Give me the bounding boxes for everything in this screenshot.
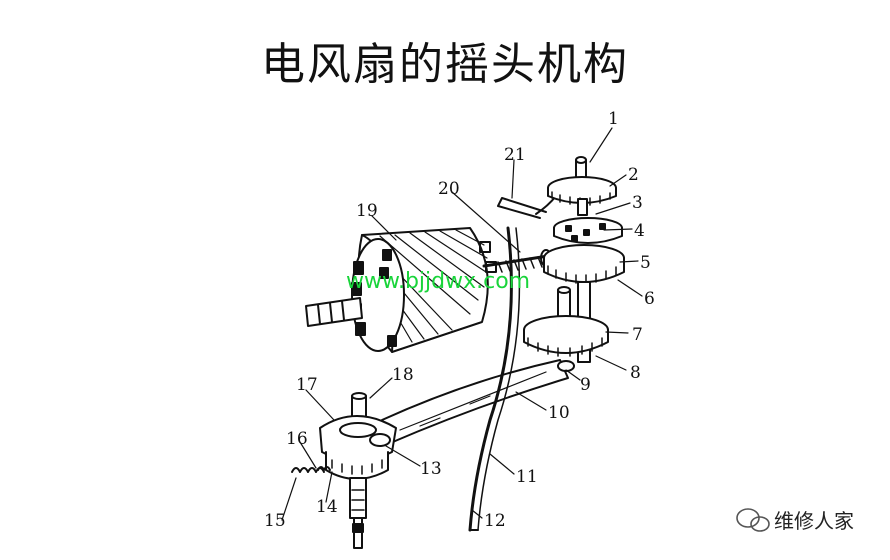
wechat-icon [736,508,770,532]
label-1: 1 [608,109,619,129]
watermark: www.bjjdwx.com [346,269,530,294]
motor-rotor [305,227,552,353]
label-16: 16 [286,429,308,449]
label-17: 17 [296,375,318,395]
lower-gearbox [291,392,397,549]
label-10: 10 [548,403,570,423]
label-4: 4 [634,221,645,241]
label-7: 7 [632,325,643,345]
label-5: 5 [640,253,651,273]
diagram-title: 电风扇的摇头机构 [261,39,629,90]
label-8: 8 [630,363,641,383]
label-12: 12 [484,511,506,531]
label-20: 20 [438,179,460,199]
brand-name: 维修人家 [774,509,854,533]
label-2: 2 [628,165,639,185]
label-11: 11 [516,467,538,487]
label-21: 21 [504,145,526,165]
label-15: 15 [264,511,286,531]
label-18: 18 [392,365,414,385]
label-13: 13 [420,459,442,479]
label-9: 9 [580,375,591,395]
gear-7 [523,286,609,357]
label-19: 19 [356,201,378,221]
label-6: 6 [644,289,655,309]
label-3: 3 [632,193,643,213]
label-14: 14 [316,497,338,517]
